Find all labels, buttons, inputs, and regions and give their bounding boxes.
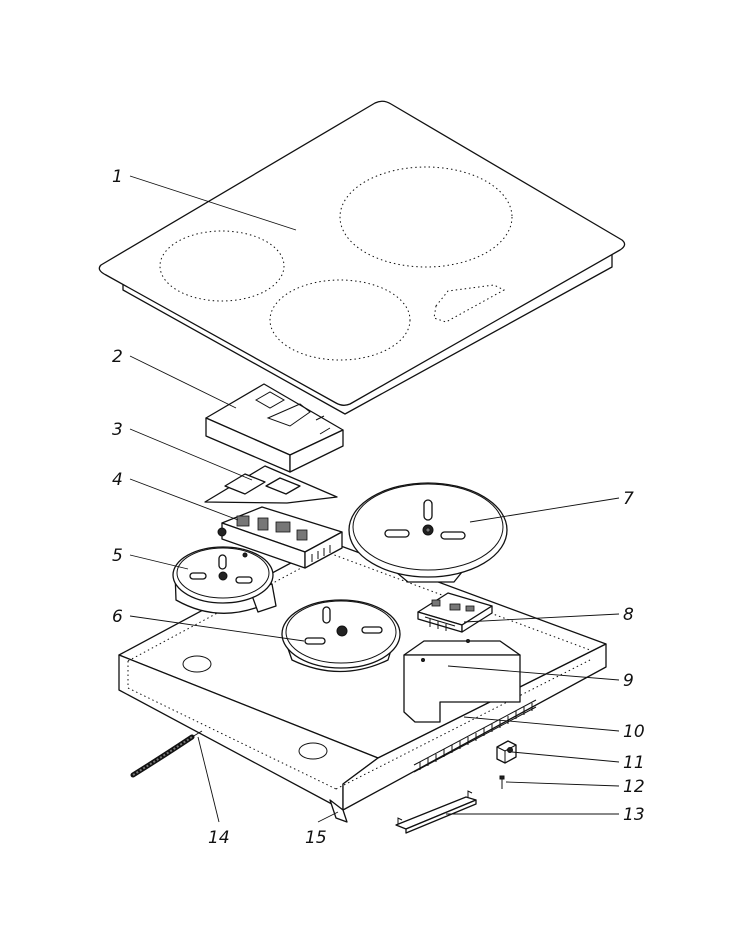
callout-labels: 1 2 3 4 5 6 7 8 9 10 11 12 13 14 15 [112, 167, 645, 848]
callout-1: 1 [112, 167, 123, 187]
cooking-zone-large-back [339, 166, 513, 268]
insulating-sheet [204, 465, 338, 504]
cover-strip [395, 790, 477, 834]
radiant-heater-large [348, 482, 508, 583]
callout-5: 5 [112, 546, 123, 566]
callout-4: 4 [112, 470, 123, 490]
cooking-zone-front [269, 279, 411, 361]
callout-11: 11 [623, 753, 645, 773]
cooking-zone-left [159, 230, 285, 302]
knob-clip [496, 740, 517, 764]
callout-12: 12 [623, 777, 645, 797]
ventilation-slots [413, 699, 537, 773]
top-bracket [205, 383, 344, 473]
radiant-heater-left [172, 546, 277, 614]
callout-13: 13 [623, 805, 645, 825]
radiant-heater-front [281, 599, 401, 673]
terminal-block [217, 506, 343, 569]
callout-10: 10 [623, 722, 645, 742]
support-foot [329, 799, 348, 823]
callout-9: 9 [623, 671, 634, 691]
shield-bracket [403, 639, 521, 723]
callout-6: 6 [112, 607, 123, 627]
screw [499, 775, 505, 789]
callout-8: 8 [623, 605, 634, 625]
callout-15: 15 [305, 828, 327, 848]
callout-7: 7 [623, 489, 634, 509]
leader-lines [129, 175, 620, 823]
control-board [417, 592, 493, 633]
power-cable [130, 730, 203, 778]
callout-14: 14 [208, 828, 230, 848]
callout-3: 3 [112, 420, 123, 440]
callout-2: 2 [112, 347, 123, 367]
control-area-marking [433, 284, 506, 323]
glass-ceramic-top [98, 100, 626, 415]
